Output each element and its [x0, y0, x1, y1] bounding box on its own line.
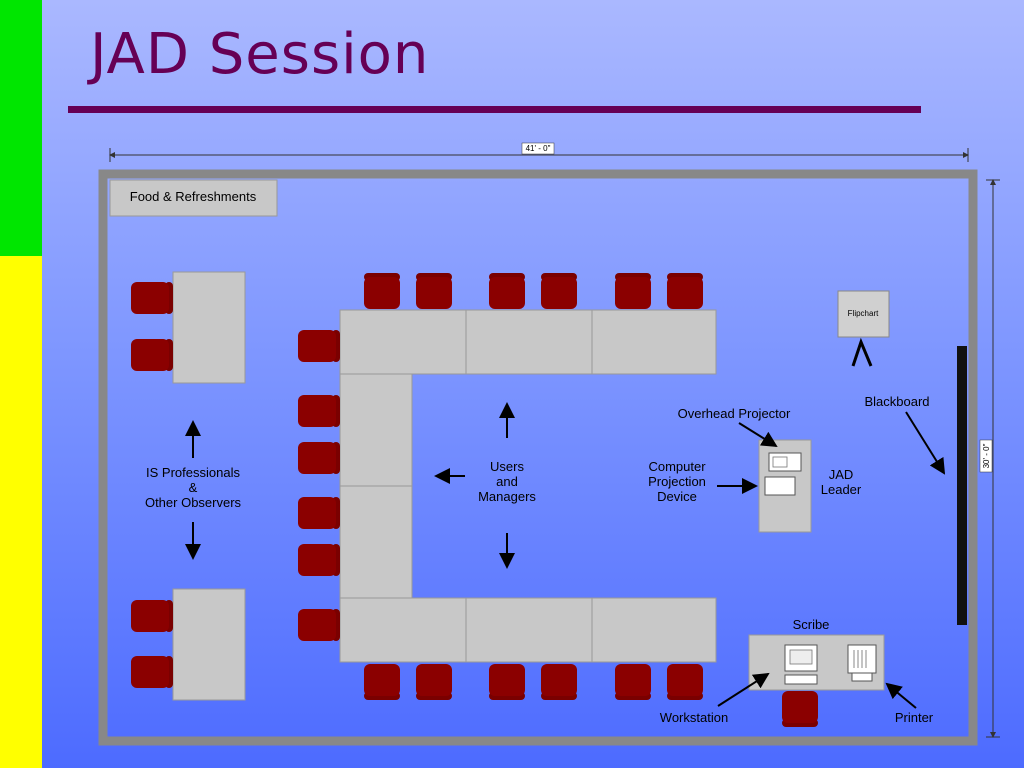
chair	[298, 442, 340, 474]
projection-device	[764, 476, 796, 496]
chair	[489, 664, 525, 700]
page-title: JAD Session	[90, 22, 430, 87]
room-wall	[98, 169, 978, 746]
chair	[615, 664, 651, 700]
width-label: 41' - 0"	[526, 144, 551, 153]
chair	[416, 664, 452, 700]
is-label-1: IS Professionals	[146, 465, 240, 480]
chair	[541, 273, 577, 309]
height-dimension: 30' - 0"	[979, 179, 1000, 738]
left-band-yellow	[0, 256, 42, 768]
chair	[782, 691, 818, 727]
chair	[489, 273, 525, 309]
food-table	[109, 179, 278, 217]
flipchart-label: Flipchart	[848, 309, 879, 318]
flipchart	[837, 290, 890, 338]
chair	[131, 282, 173, 314]
users-label-3: Managers	[478, 489, 536, 504]
chair	[298, 395, 340, 427]
chair	[615, 273, 651, 309]
arrow-overhead	[738, 422, 778, 448]
arrow-printer	[885, 682, 917, 709]
is-label-3: Other Observers	[145, 495, 242, 510]
chair	[541, 664, 577, 700]
overhead-projector	[768, 452, 802, 472]
users-label-1: Users	[490, 459, 524, 474]
cpd-label-2: Projection	[648, 474, 706, 489]
cpd-label-1: Computer	[648, 459, 706, 474]
leader-label-2: Leader	[821, 482, 862, 497]
chair	[131, 339, 173, 371]
blackboard-label: Blackboard	[864, 394, 929, 409]
u-table	[339, 309, 717, 663]
chair	[131, 600, 173, 632]
chair	[131, 656, 173, 688]
chair	[667, 664, 703, 700]
chair	[416, 273, 452, 309]
arrow-workstation	[717, 672, 770, 707]
printer-label: Printer	[895, 710, 934, 725]
observer-table-top	[172, 271, 246, 384]
arrow-blackboard	[905, 411, 946, 475]
chair	[364, 664, 400, 700]
chair	[298, 330, 340, 362]
workstation-label: Workstation	[660, 710, 728, 725]
chair	[298, 544, 340, 576]
flipchart-stand	[851, 337, 873, 367]
chair	[298, 497, 340, 529]
leader-label-1: JAD	[829, 467, 854, 482]
chair	[364, 273, 400, 309]
title-underline	[68, 106, 921, 113]
observer-table-bottom	[172, 588, 246, 701]
height-label: 30' - 0"	[982, 443, 991, 468]
overhead-label: Overhead Projector	[678, 406, 791, 421]
cpd-label-3: Device	[657, 489, 697, 504]
chair	[298, 609, 340, 641]
scribe-label: Scribe	[793, 617, 830, 632]
chair	[667, 273, 703, 309]
food-label: Food & Refreshments	[130, 189, 257, 204]
width-dimension: 41' - 0"	[109, 142, 969, 162]
printer-icon	[847, 644, 877, 682]
is-label-2: &	[189, 480, 198, 495]
users-label-2: and	[496, 474, 518, 489]
blackboard	[957, 346, 967, 625]
left-band-green	[0, 0, 42, 256]
workstation-icon	[784, 644, 818, 685]
